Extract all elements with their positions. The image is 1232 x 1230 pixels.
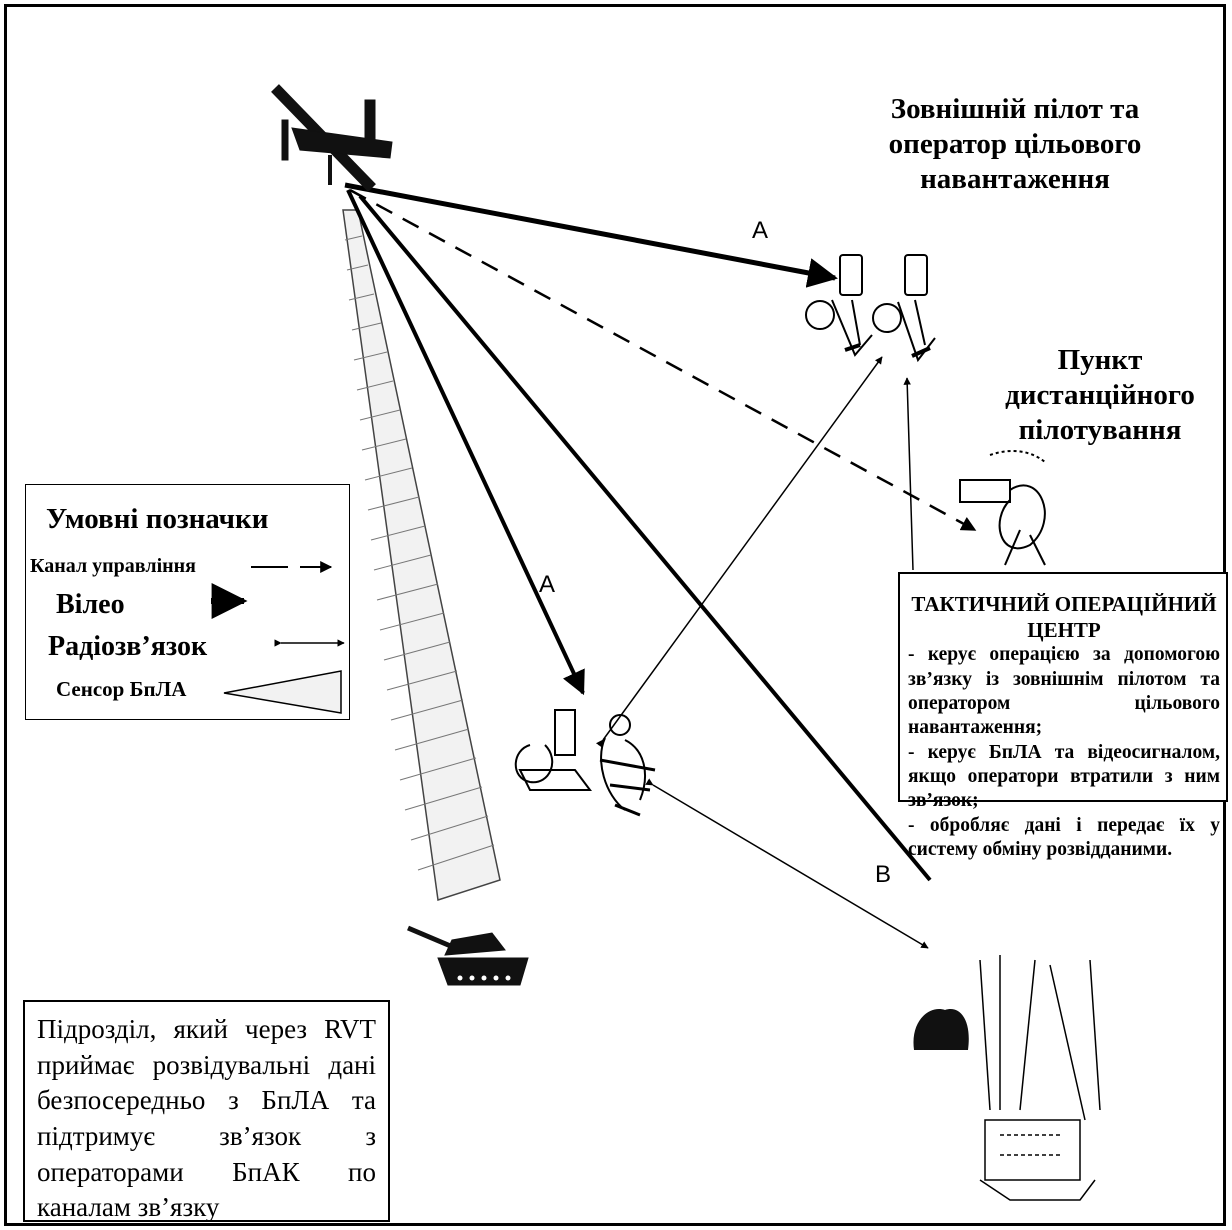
sensor-cone — [342, 209, 501, 901]
remote-piloting-point-title: Пункт дистанційного пілотування — [1005, 344, 1195, 446]
legend-sensor-label: Сенсор БпЛА — [56, 677, 187, 701]
antenna-station-icon — [959, 449, 1046, 566]
tank-icon — [407, 925, 529, 986]
field-unit-icon — [514, 709, 656, 817]
video-link-a-left — [346, 189, 585, 696]
ground-station-icon — [979, 955, 1101, 1201]
legend-sensor-symbol — [223, 670, 342, 714]
uav-icon — [271, 84, 393, 192]
radio-link-field-vehicle — [645, 778, 929, 949]
legend-symbols — [211, 561, 345, 714]
video-link-a-top — [344, 182, 838, 288]
external-pilot-title: Зовнішній пілот та оператор цільового на… — [888, 93, 1142, 195]
toc-item: - керує операцією за допомогою зв’язку і… — [908, 644, 1220, 739]
radio-link-toc-ext — [903, 377, 914, 571]
toc-item: - обробляє дані і передає їх у систему о… — [908, 814, 1220, 861]
link-label-a-top: A — [752, 217, 768, 244]
legend-title: Умовні позначки — [46, 503, 269, 535]
legend-video-label: Вілео — [56, 589, 125, 620]
unit-description-box: Підрозділ, який через RVT приймає розвід… — [23, 1000, 390, 1222]
operators-icon — [805, 254, 936, 363]
legend-control-channel-label: Канал управління — [30, 555, 196, 577]
radio-link-field-ext — [595, 356, 883, 748]
toc-title: ТАКТИЧНИЙ ОПЕРАЦІЙНИЙ ЦЕНТР — [911, 592, 1217, 642]
link-label-a-left: A — [539, 571, 555, 598]
link-label-b: B — [875, 861, 891, 888]
toc-item: - керує БпЛА та відеосигналом, якщо опер… — [908, 741, 1220, 812]
vehicle-icon — [913, 1009, 969, 1050]
tactical-operations-center-box: ТАКТИЧНИЙ ОПЕРАЦІЙНИЙ ЦЕНТР - керує опер… — [898, 572, 1228, 860]
control-link-dashed — [349, 188, 977, 532]
legend-radio-label: Радіозв’язок — [48, 631, 208, 662]
legend-box: Умовні позначки Канал управління Вілео Р… — [25, 484, 350, 720]
links — [344, 182, 977, 949]
